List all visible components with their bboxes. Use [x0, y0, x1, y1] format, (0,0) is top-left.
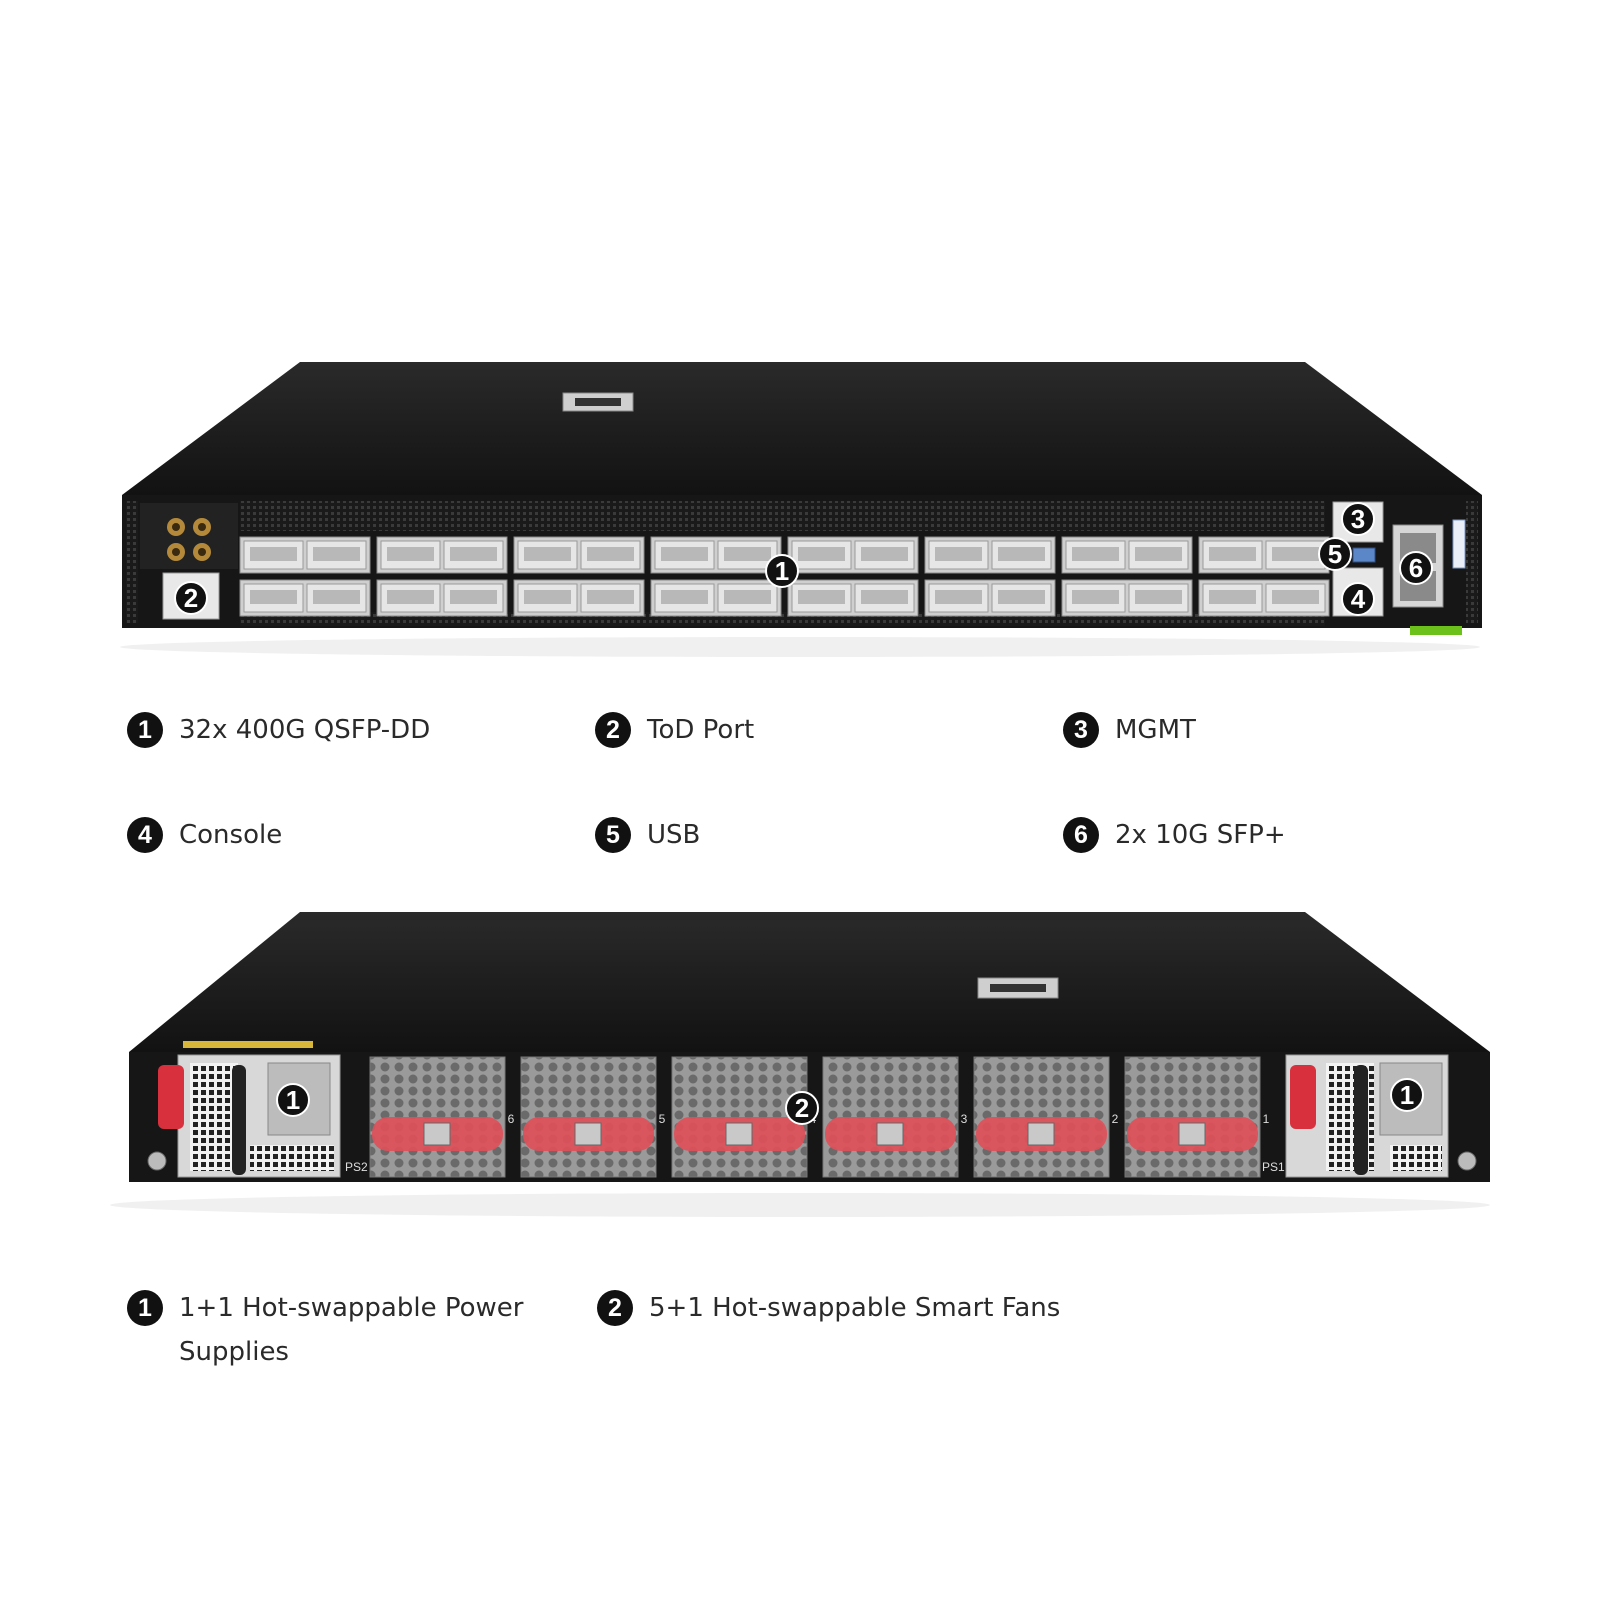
power-supply-right	[1285, 1054, 1477, 1178]
ps2-slot-label: PS2	[345, 1160, 368, 1174]
legend-number: 5	[595, 817, 631, 853]
chassis-top	[129, 912, 1490, 1052]
tod-connector-panel	[140, 503, 238, 569]
rear-panel-view: PS2 6 54 3 2 1 PS1 1 2 1	[0, 905, 1600, 1235]
fan-module: 6	[369, 1056, 515, 1178]
legend-item-tod-port: 2 ToD Port	[595, 712, 754, 752]
ps1-slot-label: PS1	[1262, 1160, 1285, 1174]
rear-callout-psu-right: 1	[1390, 1078, 1424, 1112]
rear-callout-fans: 2	[785, 1091, 819, 1125]
fan-modules: 6 54 3 2 1	[369, 1056, 1270, 1178]
legend-label: 2x 10G SFP+	[1115, 820, 1286, 850]
legend-item-sfp-plus: 6 2x 10G SFP+	[1063, 817, 1286, 857]
fan-slot-number: 6	[508, 1112, 515, 1126]
legend-item-console: 4 Console	[127, 817, 282, 857]
fan-module: 5	[520, 1056, 666, 1178]
legend-item-qsfp-dd: 1 32x 400G QSFP-DD	[127, 712, 430, 752]
green-latch	[1410, 626, 1462, 635]
fan-module: 1	[1124, 1056, 1270, 1178]
qsfp-dd-port-cages	[239, 536, 1330, 617]
legend-label: USB	[647, 820, 701, 850]
legend-label: MGMT	[1115, 715, 1196, 745]
rear-switch-illustration: PS2 6 54 3 2 1 PS1	[110, 912, 1490, 1217]
fan-module: 4	[671, 1056, 817, 1178]
fan-module: 3	[822, 1056, 968, 1178]
front-callout-5: 5	[1318, 537, 1352, 571]
legend-number: 1	[127, 712, 163, 748]
rear-callout-psu-left: 1	[276, 1083, 310, 1117]
legend-label: 5+1 Hot-swappable Smart Fans	[649, 1293, 1061, 1323]
port-label-sticker	[1452, 519, 1466, 569]
front-callout-4: 4	[1341, 582, 1375, 616]
fan-slot-number: 2	[1112, 1112, 1119, 1126]
legend-label: 1+1 Hot-swappable Power Supplies	[179, 1293, 524, 1367]
fan-slot-number: 5	[659, 1112, 666, 1126]
front-callout-2: 2	[174, 581, 208, 615]
legend-number: 4	[127, 817, 163, 853]
legend-number: 6	[1063, 817, 1099, 853]
front-switch-illustration	[120, 362, 1482, 657]
legend-label: ToD Port	[647, 715, 755, 745]
legend-label: 32x 400G QSFP-DD	[179, 715, 431, 745]
front-callout-3: 3	[1341, 502, 1375, 536]
sma-connectors	[167, 518, 211, 561]
usb-port	[1352, 547, 1376, 563]
legend-item-smart-fans: 2 5+1 Hot-swappable Smart Fans	[597, 1290, 1060, 1330]
front-panel-view: 1 2 3 4 5 6	[0, 355, 1600, 665]
legend-number: 2	[597, 1290, 633, 1326]
legend-label: Console	[179, 820, 283, 850]
legend-item-mgmt: 3 MGMT	[1063, 712, 1196, 752]
chassis-top	[122, 362, 1482, 495]
fan-module: 2	[973, 1056, 1119, 1178]
fan-slot-number: 3	[961, 1112, 968, 1126]
fan-slot-number: 1	[1263, 1112, 1270, 1126]
legend-item-usb: 5 USB	[595, 817, 700, 857]
legend-number: 3	[1063, 712, 1099, 748]
front-callout-1: 1	[765, 554, 799, 588]
legend-number: 1	[127, 1290, 163, 1326]
front-callout-6: 6	[1399, 551, 1433, 585]
legend-item-power-supplies: 1 1+1 Hot-swappable Power Supplies	[127, 1290, 539, 1374]
legend-number: 2	[595, 712, 631, 748]
